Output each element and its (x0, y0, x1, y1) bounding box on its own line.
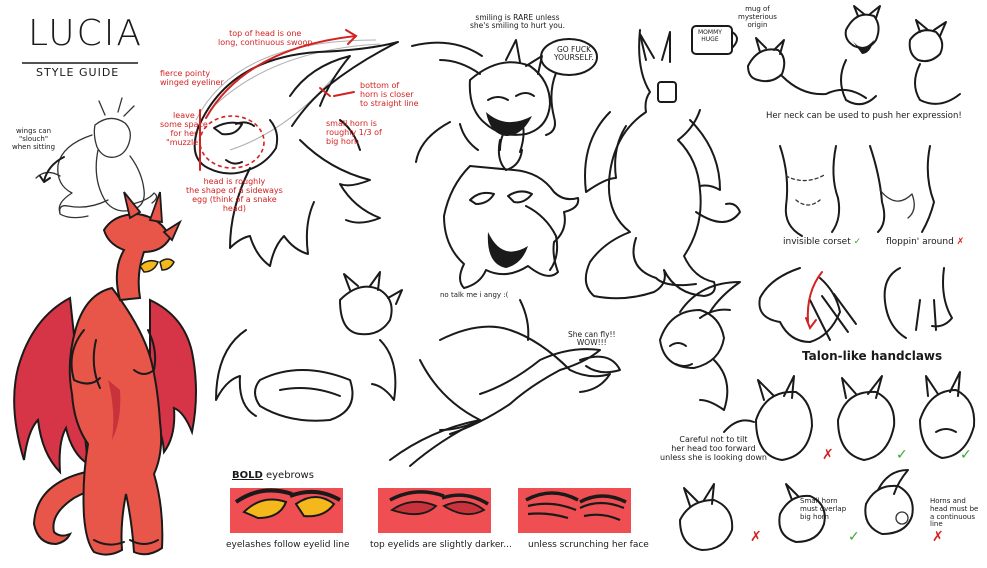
label-bold-eyebrows: BOLD eyebrows (232, 470, 314, 481)
note-wings-slouch: wings can "slouch" when sitting (12, 127, 56, 151)
neck-expression-heads (747, 5, 961, 106)
note-head-curve: top of head is one long, continuous swoo… (218, 29, 313, 47)
eye-swatch-2 (378, 488, 491, 533)
side-head-drawing (659, 281, 741, 411)
tilt-check-mark-2: ✓ (960, 447, 972, 463)
eye-swatch-1 (230, 488, 343, 533)
tilt-cross-mark: ✗ (822, 447, 834, 463)
flying-figure-drawing (389, 299, 621, 467)
sitting-figure-sketch (35, 97, 158, 219)
note-mug-origin: mug of mysterious origin (738, 5, 777, 29)
check-mark: ✓ (853, 237, 862, 247)
overlap-check-mark: ✓ (848, 529, 860, 545)
page-subtitle: STYLE GUIDE (36, 66, 120, 79)
head-diagram (193, 29, 399, 267)
page-title: LUCIA (28, 13, 143, 54)
note-horn-overlap: Small horn must overlap big horn (800, 497, 847, 521)
speech-bubble-text: GO FUCK YOURSELF. (554, 45, 594, 63)
overlap-cross-mark: ✗ (750, 529, 762, 545)
note-horn-bottom: bottom of horn is closer to straight lin… (360, 81, 419, 108)
note-angry: no talk me i angy :( (440, 291, 509, 299)
colored-lucia-figure (13, 191, 197, 556)
note-eyeliner: fierce pointy winged eyeliner (160, 69, 224, 87)
slouch-arrow (43, 156, 65, 182)
note-smiling-rare: smiling is RARE unless she's smiling to … (470, 13, 565, 31)
mug-label: MOMMY HUGE (698, 29, 722, 43)
mug-figure-drawing (584, 25, 741, 300)
note-tilt-head: Careful not to tilt her head too forward… (660, 435, 767, 462)
label-invisible-corset: invisible corset ✓ (783, 237, 862, 247)
label-eyelashes: eyelashes follow eyelid line (226, 540, 350, 550)
note-horns-curve: Horns and head must be a continuous line (930, 497, 979, 529)
angry-face-drawing (443, 121, 580, 289)
label-talon-handclaws: Talon-like handclaws (802, 349, 943, 363)
horns-curve-cross-mark: ✗ (932, 529, 944, 545)
eye-swatch-3 (518, 488, 631, 533)
tilt-note-arrow (723, 419, 755, 433)
note-head-shape: head is roughly the shape of a sideways … (186, 177, 283, 213)
arms-crossed-drawing (215, 271, 403, 422)
label-scrunching: unless scrunching her face (528, 540, 649, 550)
horn-overlap-examples (679, 469, 914, 551)
note-can-fly: She can fly!! WOW!!! (568, 330, 616, 348)
label-floppin-around: floppin' around ✗ (886, 237, 965, 247)
head-tilt-examples (755, 371, 976, 461)
slouch-arrowhead (39, 175, 51, 183)
handclaw-drawings (758, 267, 953, 343)
note-neck-expression: Her neck can be used to push her express… (766, 111, 962, 121)
tilt-check-mark-1: ✓ (896, 447, 908, 463)
note-muzzle: leave some space for her "muzzle" (160, 111, 208, 147)
label-top-eyelids: top eyelids are slightly darker... (370, 540, 512, 550)
torso-drawings (779, 145, 935, 237)
note-small-horn: small horn is roughly 1/3 of big horn (326, 119, 382, 146)
cross-mark: ✗ (956, 237, 965, 247)
